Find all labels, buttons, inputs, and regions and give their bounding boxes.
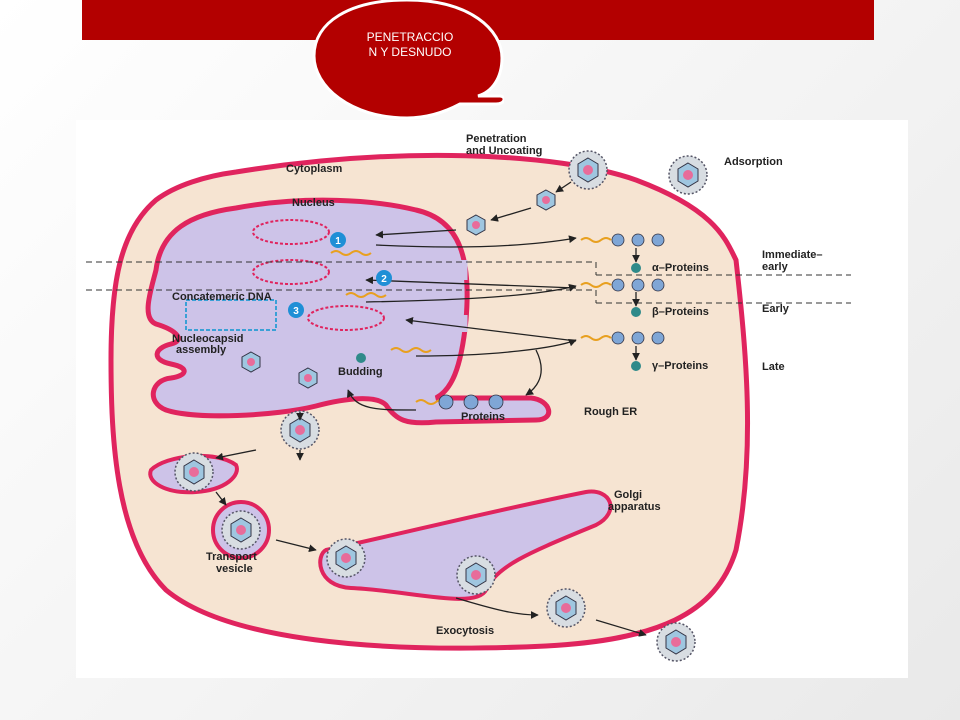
golgi-apparatus [318,489,613,601]
svg-text:3: 3 [293,306,299,317]
label-vesicle: vesicle [216,563,253,575]
label-proteins: Proteins [461,411,505,423]
virion-in-golgi [326,538,366,578]
label-exocytosis: Exocytosis [436,625,494,637]
title-bubble-shape [312,0,504,120]
label-nucleus: Nucleus [292,197,335,209]
label-nucleocapsid: Nucleocapsid [172,333,244,345]
label-immediate-early: early [762,261,789,273]
label-rough-er: Rough ER [584,406,637,418]
label-cytoplasm: Cytoplasm [286,163,342,175]
label-budding: Budding [338,366,383,378]
label-alpha-proteins: α–Proteins [652,262,709,274]
virion-exocytosis [546,588,586,628]
label-adsorption: Adsorption [724,156,783,168]
label-early: Early [762,303,790,315]
dna-circle [252,259,330,285]
label-penetration: Penetration [466,133,527,145]
step-2-badge: 2 [376,270,392,286]
label-late: Late [762,361,785,373]
label-transport: Transport [206,551,257,563]
dna-circle [252,219,330,245]
virion-released [656,622,696,662]
capsid-at-pore [466,214,486,236]
concatemeric-dna [185,299,277,331]
virion-in-er-vesicle [174,452,214,492]
nucleocapsid [298,367,318,389]
virion-in-transport-vesicle [221,510,261,550]
label-concatemeric-dna: Concatemeric DNA [172,291,272,303]
virion-adsorbing [668,155,708,195]
label-golgi: Golgi [614,489,642,501]
herpes-replication-diagram: 1 2 3 Penetration and Uncoating Adsorpti… [76,120,908,678]
virion-in-golgi [456,555,496,595]
label-gamma-proteins: γ–Proteins [652,360,708,372]
label-immediate: Immediate– [762,249,823,261]
label-assembly: assembly [176,344,227,356]
label-beta-proteins: β–Proteins [652,306,709,318]
label-uncoating: and Uncoating [466,145,542,157]
nucleocapsid [241,351,261,373]
step-3-badge: 3 [288,302,304,318]
capsid [536,189,556,211]
label-apparatus: apparatus [608,501,661,513]
step-1-badge: 1 [330,232,346,248]
slide-title: PENETRACCIO N Y DESNUDO [366,30,454,59]
virion-penetrating [568,150,608,190]
svg-text:1: 1 [335,236,341,247]
svg-text:2: 2 [381,274,387,285]
dna-circle [307,305,385,331]
